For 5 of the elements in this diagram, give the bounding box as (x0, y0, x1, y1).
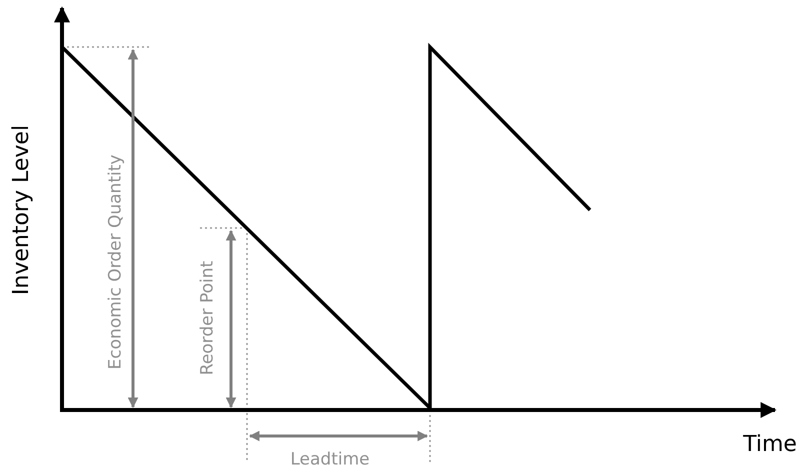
axis-title: Time (743, 434, 797, 456)
dimension-label: Leadtime (290, 452, 370, 468)
axis-title: Inventory Level (11, 124, 33, 296)
dimension-label: Reorder Point (200, 260, 216, 376)
dimension-label: Economic Order Quantity (108, 154, 124, 370)
